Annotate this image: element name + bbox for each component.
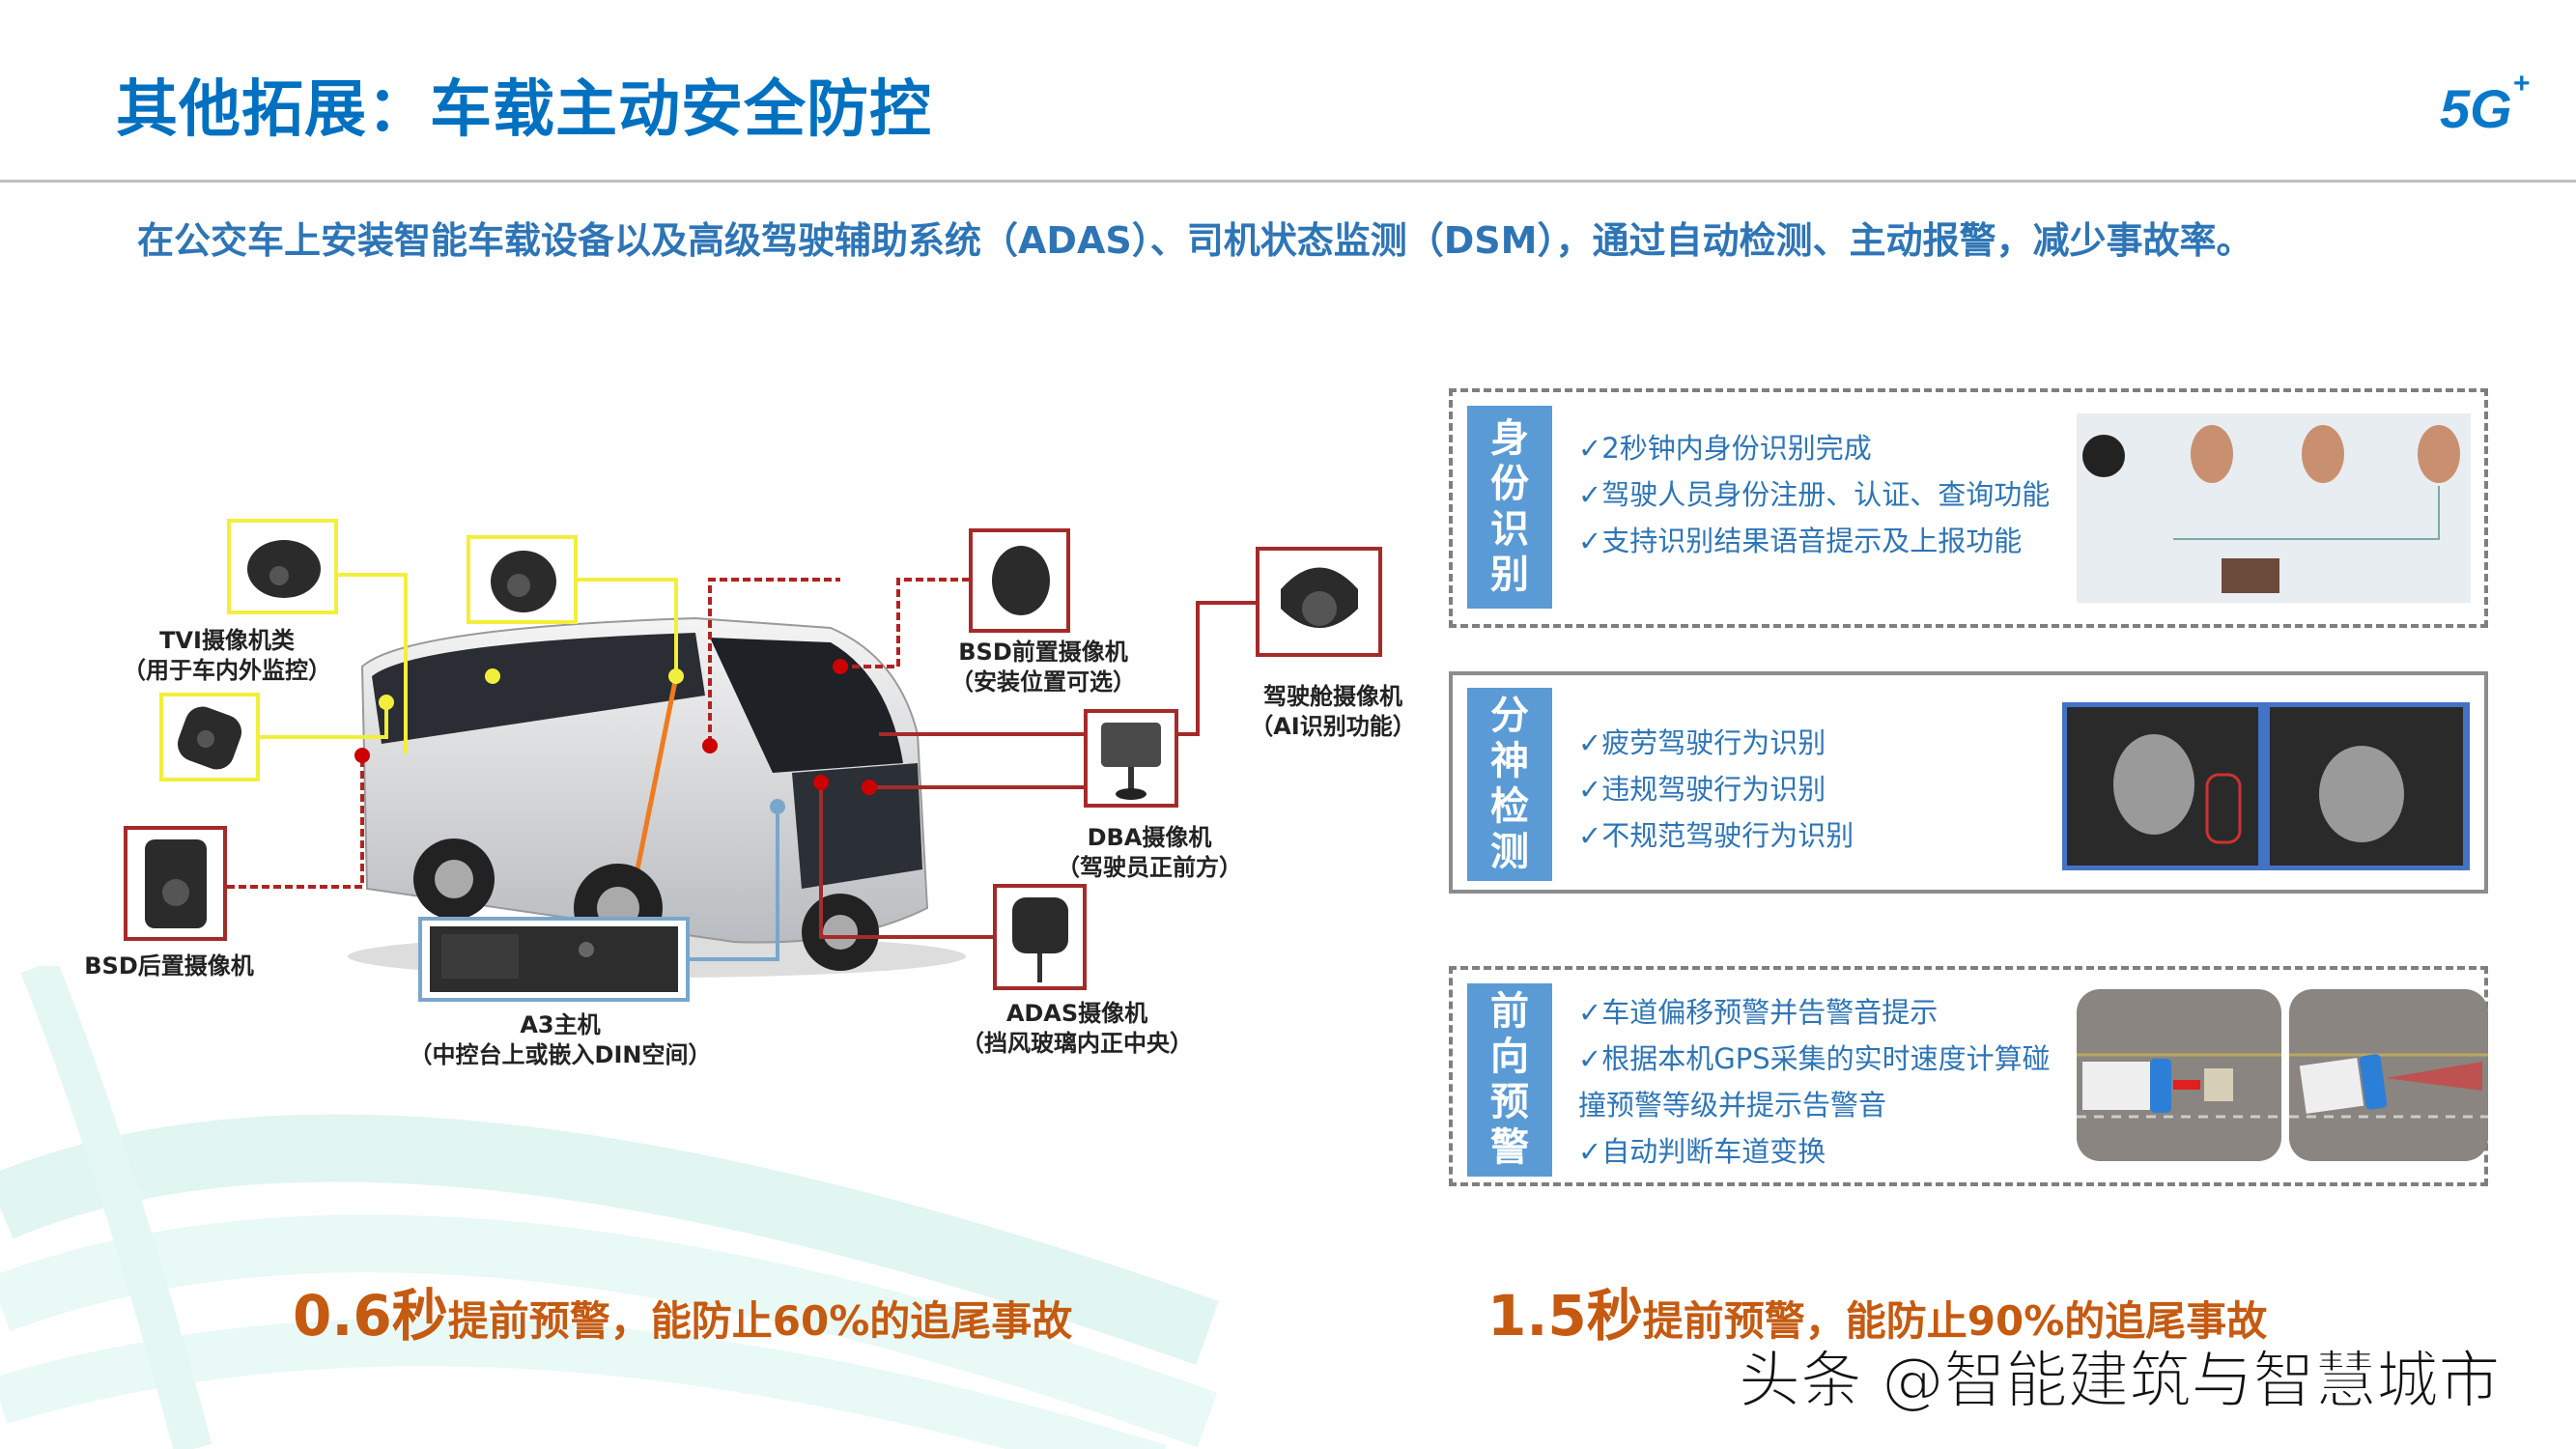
label-char: 别 [1490, 553, 1529, 598]
label-char: 份 [1490, 461, 1529, 506]
label-char: 测 [1490, 830, 1529, 875]
distraction-detection-panel: 分神检测 ✓疲劳驾驶行为识别 ✓违规驾驶行为识别 ✓不规范驾驶行为识别 [1449, 671, 2488, 894]
forward-warning-panel: 前向预警 ✓车道偏移预警并告警音提示 ✓根据本机GPS采集的实时速度计算碰撞预警… [1449, 966, 2488, 1186]
collision-warning-image-2 [2289, 989, 2488, 1161]
collision-warning-image-1 [2077, 989, 2281, 1161]
tvi-camera-1 [227, 519, 338, 614]
dba-camera [1084, 709, 1178, 808]
list-item: ✓根据本机GPS采集的实时速度计算碰撞预警等级并提示告警音 [1578, 1042, 2051, 1122]
page-title: 其他拓展：车载主动安全防控 [116, 74, 932, 146]
bus-illustration [227, 573, 1256, 978]
stat-number: 0.6秒 [293, 1283, 448, 1349]
cockpit-sublabel: （AI识别功能） [1250, 713, 1416, 740]
bsd-front-camera [969, 528, 1070, 633]
label-char: 检 [1490, 784, 1529, 829]
svg-text:+: + [2513, 68, 2531, 99]
svg-text:5G: 5G [2440, 78, 2512, 136]
list-item: ✓支持识别结果语音提示及上报功能 [1578, 525, 2023, 557]
warning-stat-left: 0.6秒提前预警，能防止60%的追尾事故 [293, 1270, 1072, 1351]
stat-number: 1.5秒 [1487, 1283, 1643, 1349]
label-char: 识 [1490, 507, 1529, 552]
panel-label: 分神检测 [1467, 688, 1552, 881]
subtitle: 在公交车上安装智能车载设备以及高级驾驶辅助系统（ADAS）、司机状态监测（DSM… [137, 219, 2253, 262]
adas-sublabel: （挡风玻璃内正中央） [961, 1030, 1193, 1057]
tvi-sublabel: （用于车内外监控） [123, 657, 331, 684]
a3-host-unit [418, 917, 690, 1002]
stat-text: 提前预警，能防止60%的追尾事故 [447, 1297, 1073, 1345]
bus-diagram: TVI摄像机类 （用于车内外监控） BSD后置摄像机 A3主机 （中控台上或嵌入… [0, 0, 1430, 1082]
label-char: 预 [1490, 1080, 1529, 1124]
driver-monitoring-images [2062, 702, 2470, 870]
label-char: 神 [1490, 738, 1529, 783]
a3-sublabel: （中控台上或嵌入DIN空间） [409, 1041, 712, 1068]
identity-recognition-panel: 身份识别 ✓2秒钟内身份识别完成 ✓驾驶人员身份注册、认证、查询功能 ✓支持识别… [1449, 388, 2488, 628]
tvi-camera-2 [467, 535, 578, 624]
decorative-swoosh [0, 966, 1219, 1449]
bsd-rear-label: BSD后置摄像机 [84, 952, 254, 980]
list-item: ✓2秒钟内身份识别完成 [1578, 432, 1872, 465]
5g-logo: 5G + [2440, 68, 2531, 136]
tvi-camera-3 [159, 693, 260, 781]
tvi-label: TVI摄像机类 [159, 627, 295, 654]
list-item: ✓违规驾驶行为识别 [1578, 773, 1826, 806]
header-divider [0, 180, 2576, 183]
list-item: ✓自动判断车道变换 [1578, 1135, 1826, 1168]
stat-text: 提前预警，能防止90%的追尾事故 [1642, 1297, 2268, 1345]
list-item: ✓不规范驾驶行为识别 [1578, 819, 1854, 852]
panel-label: 身份识别 [1467, 406, 1552, 609]
cockpit-label: 驾驶舱摄像机 [1263, 683, 1402, 710]
dba-label: DBA摄像机 [1087, 824, 1212, 851]
bsd-front-sublabel: （安装位置可选） [950, 668, 1136, 696]
adas-label: ADAS摄像机 [1005, 1000, 1148, 1027]
a3-label: A3主机 [520, 1011, 601, 1038]
bsd-rear-camera [124, 826, 227, 941]
label-char: 向 [1490, 1034, 1529, 1079]
warning-stat-right: 1.5秒提前预警，能防止90%的追尾事故 [1487, 1270, 2267, 1351]
list-item: ✓疲劳驾驶行为识别 [1578, 726, 1826, 759]
adas-camera [993, 884, 1087, 990]
bsd-front-label: BSD前置摄像机 [958, 639, 1128, 666]
label-char: 警 [1490, 1125, 1529, 1171]
list-item: ✓车道偏移预警并告警音提示 [1578, 996, 1939, 1029]
list-item: ✓驾驶人员身份注册、认证、查询功能 [1578, 478, 2051, 511]
dba-sublabel: （驾驶员正前方） [1057, 854, 1242, 881]
watermark: 头条 @智能建筑与智慧城市 [1738, 1345, 2501, 1418]
cockpit-camera [1256, 547, 1382, 657]
label-char: 分 [1490, 693, 1529, 738]
panel-label: 前向预警 [1467, 983, 1552, 1177]
label-char: 前 [1490, 988, 1529, 1034]
label-char: 身 [1490, 415, 1529, 461]
face-recognition-flow-image [2077, 413, 2471, 603]
